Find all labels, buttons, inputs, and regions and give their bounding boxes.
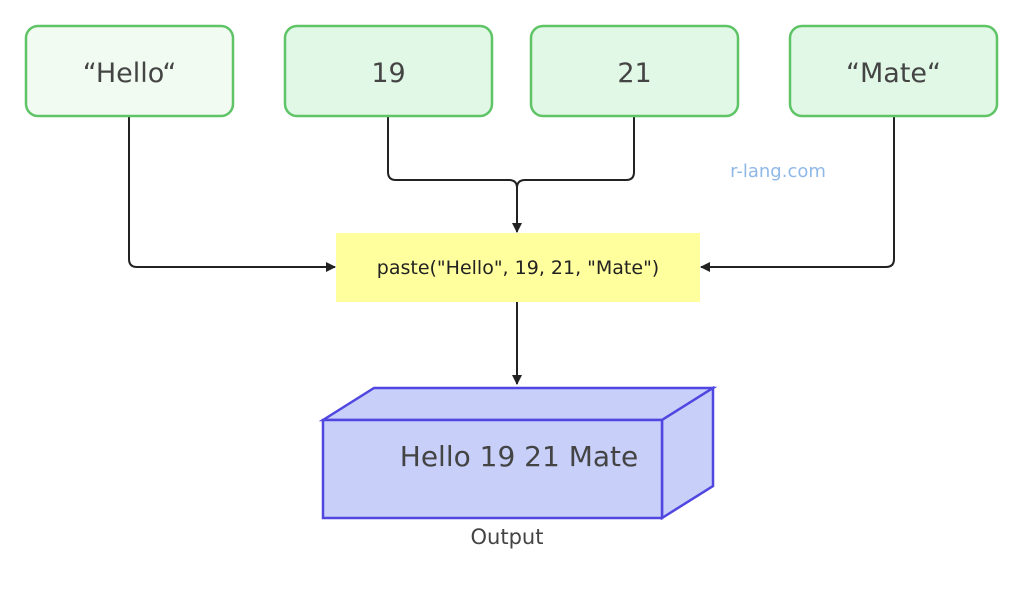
input-label: 19 — [371, 58, 405, 89]
edge-21-to-paste — [516, 116, 635, 189]
input-node-21: 21 — [529, 24, 740, 118]
output-node: Hello 19 21 Mate — [318, 385, 718, 521]
input-label: 21 — [617, 58, 651, 89]
output-caption: Output — [471, 525, 544, 549]
edge-19-to-paste — [387, 116, 522, 233]
input-node-19: 19 — [283, 24, 494, 118]
input-label: “Hello“ — [83, 58, 177, 89]
input-label: “Mate“ — [846, 58, 941, 89]
function-node: paste("Hello", 19, 21, "Mate") — [336, 233, 700, 302]
input-node-hello: “Hello“ — [24, 24, 235, 118]
edge-hello-to-paste — [128, 116, 336, 272]
edge-mate-to-paste — [700, 116, 895, 272]
watermark: r-lang.com — [730, 161, 826, 182]
input-node-mate: “Mate“ — [788, 24, 999, 118]
output-value: Hello 19 21 Mate — [400, 440, 638, 473]
function-call-label: paste("Hello", 19, 21, "Mate") — [377, 257, 659, 279]
